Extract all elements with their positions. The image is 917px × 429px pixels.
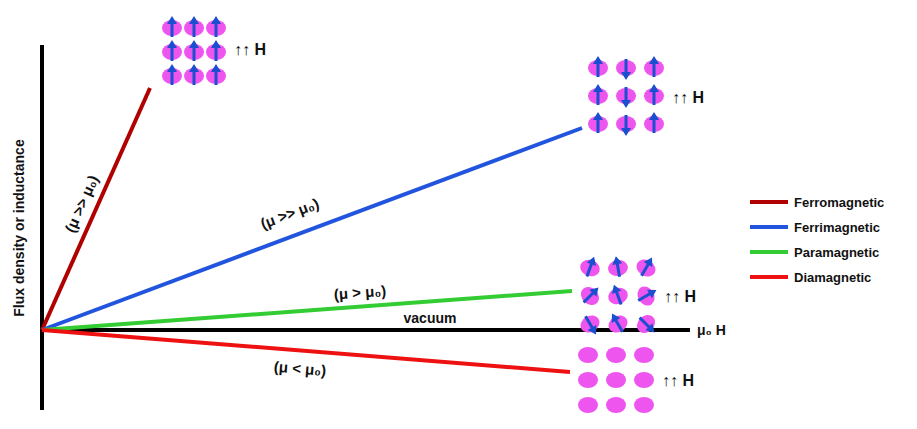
ferromagnetic-spins — [162, 16, 226, 85]
legend-text: Ferrimagnetic — [794, 220, 880, 235]
field-direction: ↑↑ H — [234, 41, 266, 59]
legend-swatch — [750, 225, 788, 229]
legend-swatch — [750, 250, 788, 254]
legend-text: Paramagnetic — [794, 245, 879, 260]
axis-label: μ₀ H — [697, 323, 726, 338]
legend-swatch — [750, 275, 788, 279]
permeability-label: (μ < μ₀) — [273, 359, 326, 380]
field-direction: ↑↑ H — [672, 89, 704, 107]
permeability-label: (μ > μ₀) — [333, 283, 386, 303]
ferrimagnetic-line — [42, 128, 582, 330]
legend-text: Ferromagnetic — [794, 195, 884, 210]
field-direction: ↑↑ H — [662, 372, 694, 390]
ferrimagnetic-spins — [588, 56, 664, 136]
legend-swatch — [750, 200, 788, 204]
line-label: vacuum — [404, 311, 457, 326]
paramagnetic-spins — [577, 253, 662, 340]
legend-text: Diamagnetic — [794, 270, 871, 285]
axis-title: Flux density or inductance — [12, 139, 27, 316]
permeability-label: (μ >> μ₀) — [62, 173, 102, 235]
field-direction: ↑↑ H — [664, 288, 696, 306]
paramagnetic-line — [42, 291, 572, 330]
y-axis — [40, 45, 44, 410]
diamagnetic-atoms — [578, 347, 654, 413]
